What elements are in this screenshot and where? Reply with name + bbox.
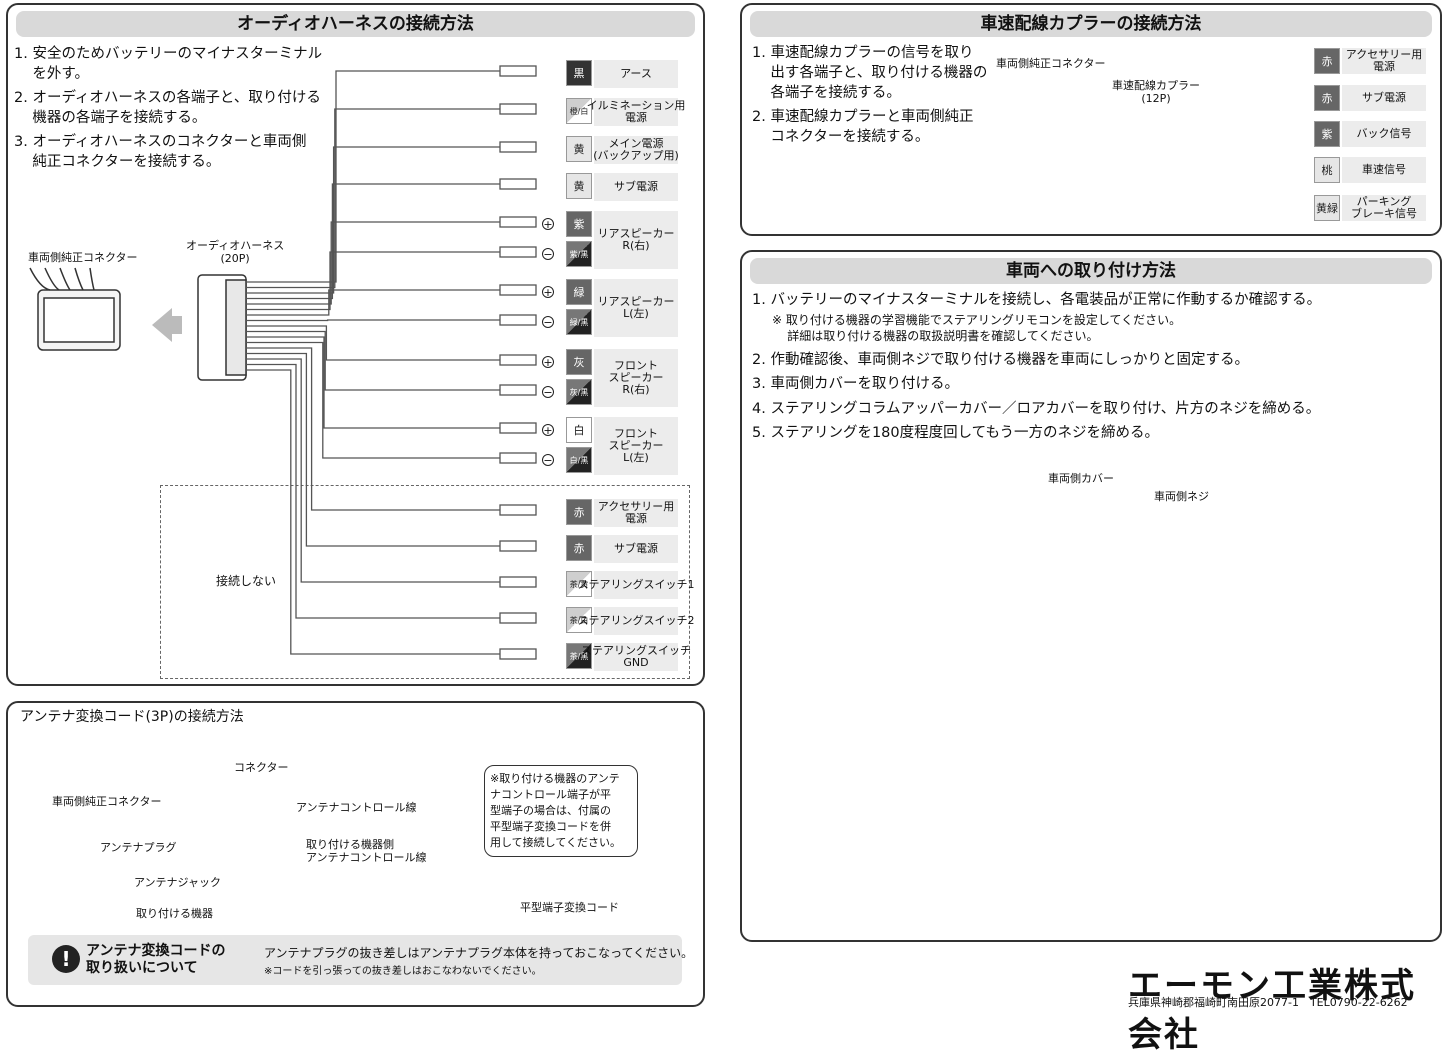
antenna-title: アンテナ変換コード(3P)の接続方法 (20, 709, 244, 725)
wire-function-label: ステアリングスイッチ2 (578, 607, 695, 635)
wire-color-swatch: 赤 (566, 499, 592, 525)
speed-wire-color-swatch: 赤 (1314, 85, 1340, 111)
speed-wire-function-label: アクセサリー用 電源 (1342, 48, 1426, 74)
wire-color-swatch: 白/黒 (566, 447, 592, 473)
wire-color-swatch: 橙/白 (566, 98, 592, 124)
wire-function-label: イルミネーション用 電源 (586, 98, 686, 126)
minus-terminal-icon: − (542, 316, 554, 329)
audio-harness-panel: オーディオハーネスの接続方法 1. 安全のためバッテリーのマイナスターミナル を… (6, 3, 705, 686)
flat-terminal-note-box (484, 765, 638, 857)
wire-color-swatch: 黄 (566, 136, 592, 162)
wire-color-swatch: 白 (566, 417, 592, 443)
audio-step-2: 2. オーディオハーネスの各端子と、取り付ける 機器の各端子を接続する。 (14, 90, 321, 126)
wire-function-label: リアスピーカー R(右) (594, 211, 678, 269)
speed-wire-function-label: バック信号 (1342, 121, 1426, 147)
antenna-jack-label: アンテナジャック (134, 876, 222, 889)
wire-function-label: フロント スピーカー L(左) (594, 417, 678, 475)
caution-title: アンテナ変換コードの 取り扱いについて (86, 943, 226, 976)
speed-coupler-title: 車速配線カプラーの接続方法 (750, 11, 1432, 37)
install-title: 車両への取り付け方法 (750, 258, 1432, 284)
install-note: ※ 取り付ける機器の学習機能でステアリングリモコンを設定してください。 詳細は取… (772, 313, 1182, 343)
antenna-panel: アンテナ変換コード(3P)の接続方法 車両側純正コネクター コネクター アンテナ… (6, 701, 705, 1007)
speed-vehicle-connector-label: 車両側純正コネクター (996, 57, 1106, 70)
speed-wire-color-swatch: 赤 (1314, 48, 1340, 74)
speed-wire-function-label: サブ電源 (1342, 85, 1426, 111)
wire-color-swatch: 紫 (566, 211, 592, 237)
not-connected-label: 接続しない (216, 574, 277, 588)
minus-terminal-icon: − (542, 248, 554, 261)
speed-wire-color-swatch: 桃 (1314, 157, 1340, 183)
wire-color-swatch: 茶/黒 (566, 643, 592, 669)
wire-color-swatch: 黒 (566, 60, 592, 86)
wire-color-swatch: 茶/白 (566, 607, 592, 633)
wire-function-label: サブ電源 (594, 535, 678, 563)
wire-function-label: メイン電源 (バックアップ用) (593, 136, 679, 164)
company-address: 兵庫県神崎郡福崎町南田原2077-1 TEL0790-22-6262 (1128, 996, 1408, 1009)
wire-color-swatch: 赤 (566, 535, 592, 561)
flat-cord-label: 平型端子変換コード (520, 901, 619, 914)
wire-function-label: ステアリングスイッチ1 (578, 571, 695, 599)
speed-wire-function-label: 車速信号 (1342, 157, 1426, 183)
wire-color-swatch: 紫/黒 (566, 241, 592, 267)
vehicle-screw-label: 車両側ネジ (1154, 490, 1209, 503)
caution-sub: ※コードを引っ張っての抜き差しはおこなわないでください。 (264, 966, 542, 977)
harness-label: オーディオハーネス (20P) (186, 239, 285, 265)
audio-step-3: 3. オーディオハーネスのコネクターと車両側 純正コネクターを接続する。 (14, 134, 307, 170)
caution-text: アンテナプラグの抜き差しはアンテナプラグ本体を持っておこなってください。 (264, 946, 694, 960)
antenna-vehicle-connector-label: 車両側純正コネクター (52, 795, 162, 808)
speed-wire-color-swatch: 黄緑 (1314, 195, 1340, 221)
install-step-4: 4. ステアリングコラムアッパーカバー／ロアカバーを取り付け、片方のネジを締める… (752, 401, 1321, 417)
plus-terminal-icon: + (542, 356, 554, 369)
minus-terminal-icon: − (542, 454, 554, 467)
antenna-connector-label: コネクター (234, 761, 289, 774)
audio-step-1: 1. 安全のためバッテリーのマイナスターミナル を外す。 (14, 46, 323, 82)
wire-function-label: フロント スピーカー R(右) (594, 349, 678, 407)
wire-color-swatch: 緑/黒 (566, 309, 592, 335)
audio-harness-title: オーディオハーネスの接続方法 (16, 11, 695, 37)
plus-terminal-icon: + (542, 286, 554, 299)
wire-function-label: リアスピーカー L(左) (594, 279, 678, 337)
speed-coupler-panel: 車速配線カプラーの接続方法 1. 車速配線カプラーの信号を取り 出す各端子と、取… (740, 3, 1442, 236)
speed-step-1: 1. 車速配線カプラーの信号を取り 出す各端子と、取り付ける機器の 各端子を接続… (752, 45, 988, 101)
install-step-3: 3. 車両側カバーを取り付ける。 (752, 376, 959, 392)
device-label: 取り付ける機器 (136, 907, 213, 920)
minus-terminal-icon: − (542, 386, 554, 399)
wire-color-swatch: 緑 (566, 279, 592, 305)
antenna-plug-label: アンテナプラグ (100, 841, 177, 854)
plus-terminal-icon: + (542, 218, 554, 231)
exclamation-icon: ! (52, 945, 80, 973)
install-step-5: 5. ステアリングを180度程度回してもう一方のネジを締める。 (752, 425, 1160, 441)
wire-color-swatch: 灰 (566, 349, 592, 375)
install-step-2: 2. 作動確認後、車両側ネジで取り付ける機器を車両にしっかりと固定する。 (752, 352, 1249, 368)
speed-wire-color-swatch: 紫 (1314, 121, 1340, 147)
speed-coupler-label: 車速配線カプラー (12P) (1112, 79, 1200, 105)
flat-terminal-note: ※取り付ける機器のアンテ ナコントロール端子が平 型端子の場合は、付属の 平型端… (490, 772, 622, 849)
caution-box: ! アンテナ変換コードの 取り扱いについて アンテナプラグの抜き差しはアンテナプ… (28, 935, 693, 985)
speed-step-2: 2. 車速配線カプラーと車両側純正 コネクターを接続する。 (752, 109, 974, 145)
speed-wire-function-label: パーキング ブレーキ信号 (1342, 195, 1426, 221)
device-antenna-control-label: 取り付ける機器側 アンテナコントロール線 (306, 838, 427, 864)
wire-color-swatch: 黄 (566, 173, 592, 199)
vehicle-cover-label: 車両側カバー (1048, 472, 1114, 485)
install-step-1: 1. バッテリーのマイナスターミナルを接続し、各電装品が正常に作動するか確認する… (752, 292, 1322, 308)
wire-function-label: サブ電源 (594, 173, 678, 201)
wire-function-label: アース (594, 60, 678, 88)
wire-function-label: ステアリングスイッチ GND (581, 643, 691, 671)
wire-color-swatch: 茶/黄 (566, 571, 592, 597)
antenna-control-label: アンテナコントロール線 (296, 801, 417, 814)
plus-terminal-icon: + (542, 424, 554, 437)
install-panel: 車両への取り付け方法 1. バッテリーのマイナスターミナルを接続し、各電装品が正… (740, 250, 1442, 942)
wire-color-swatch: 灰/黒 (566, 379, 592, 405)
wire-function-label: アクセサリー用 電源 (594, 499, 678, 527)
vehicle-connector-label: 車両側純正コネクター (28, 251, 138, 264)
